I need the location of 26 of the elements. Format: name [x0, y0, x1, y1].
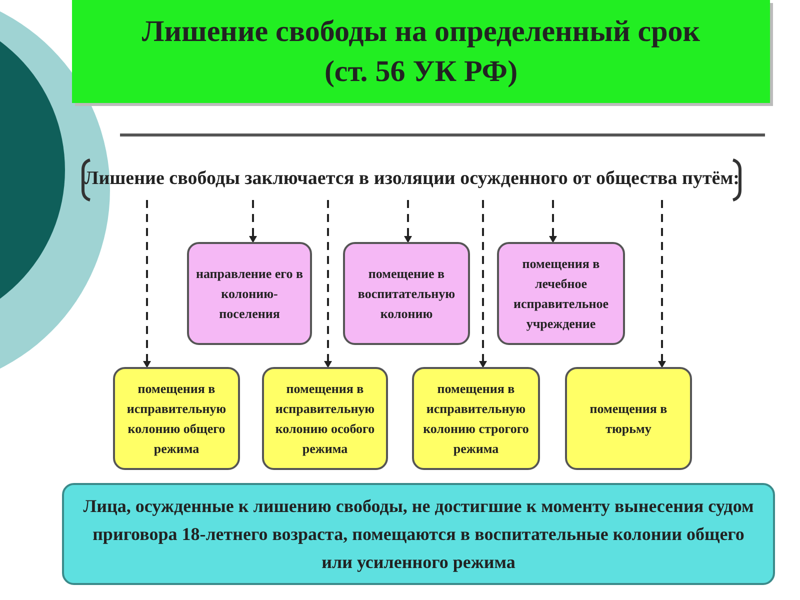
dashed-arrow: [249, 200, 257, 243]
dashed-arrow: [404, 200, 412, 243]
dashed-arrow: [549, 200, 557, 243]
box-text: помещения в исправительную колонию особого режима: [274, 380, 376, 458]
box-text: помещения в исправительную колонию общего режима: [126, 380, 228, 458]
title-text: Лишение свободы на определенный срок (ст. 56 УК РФ): [140, 14, 702, 90]
rounded-box: [412, 367, 540, 470]
box-text: помещения в тюрьму: [588, 400, 668, 438]
note-box: [62, 483, 775, 585]
box-text: Лица, осужденные к лишению свободы, не достигшие к моменту вынесения судом приговора 18-летнего возраста, помещаются в воспитательные колонии общего или усиленного режима: [82, 495, 755, 574]
dashed-arrow: [479, 200, 487, 368]
dashed-arrow: [658, 200, 666, 368]
rounded-box: [497, 242, 625, 345]
box-text: направление его в колонию-поселения: [194, 264, 304, 322]
box-text: помещения в лечебное исправительное учреждение: [512, 254, 610, 333]
title-banner: [72, 0, 770, 103]
rounded-box: [262, 367, 388, 470]
heading-text: Лишение свободы заключается в изоляции осужденного от общества путём:: [84, 167, 740, 191]
box-text: помещение в воспитательную колонию: [356, 264, 456, 322]
box-text: помещения в исправительную колонию строгого режима: [422, 380, 530, 458]
rounded-box: [187, 242, 312, 345]
rounded-box: [565, 367, 692, 470]
rounded-box: [343, 242, 470, 345]
rounded-box: [113, 367, 240, 470]
dashed-arrow: [143, 200, 151, 368]
dashed-arrow: [324, 200, 332, 368]
